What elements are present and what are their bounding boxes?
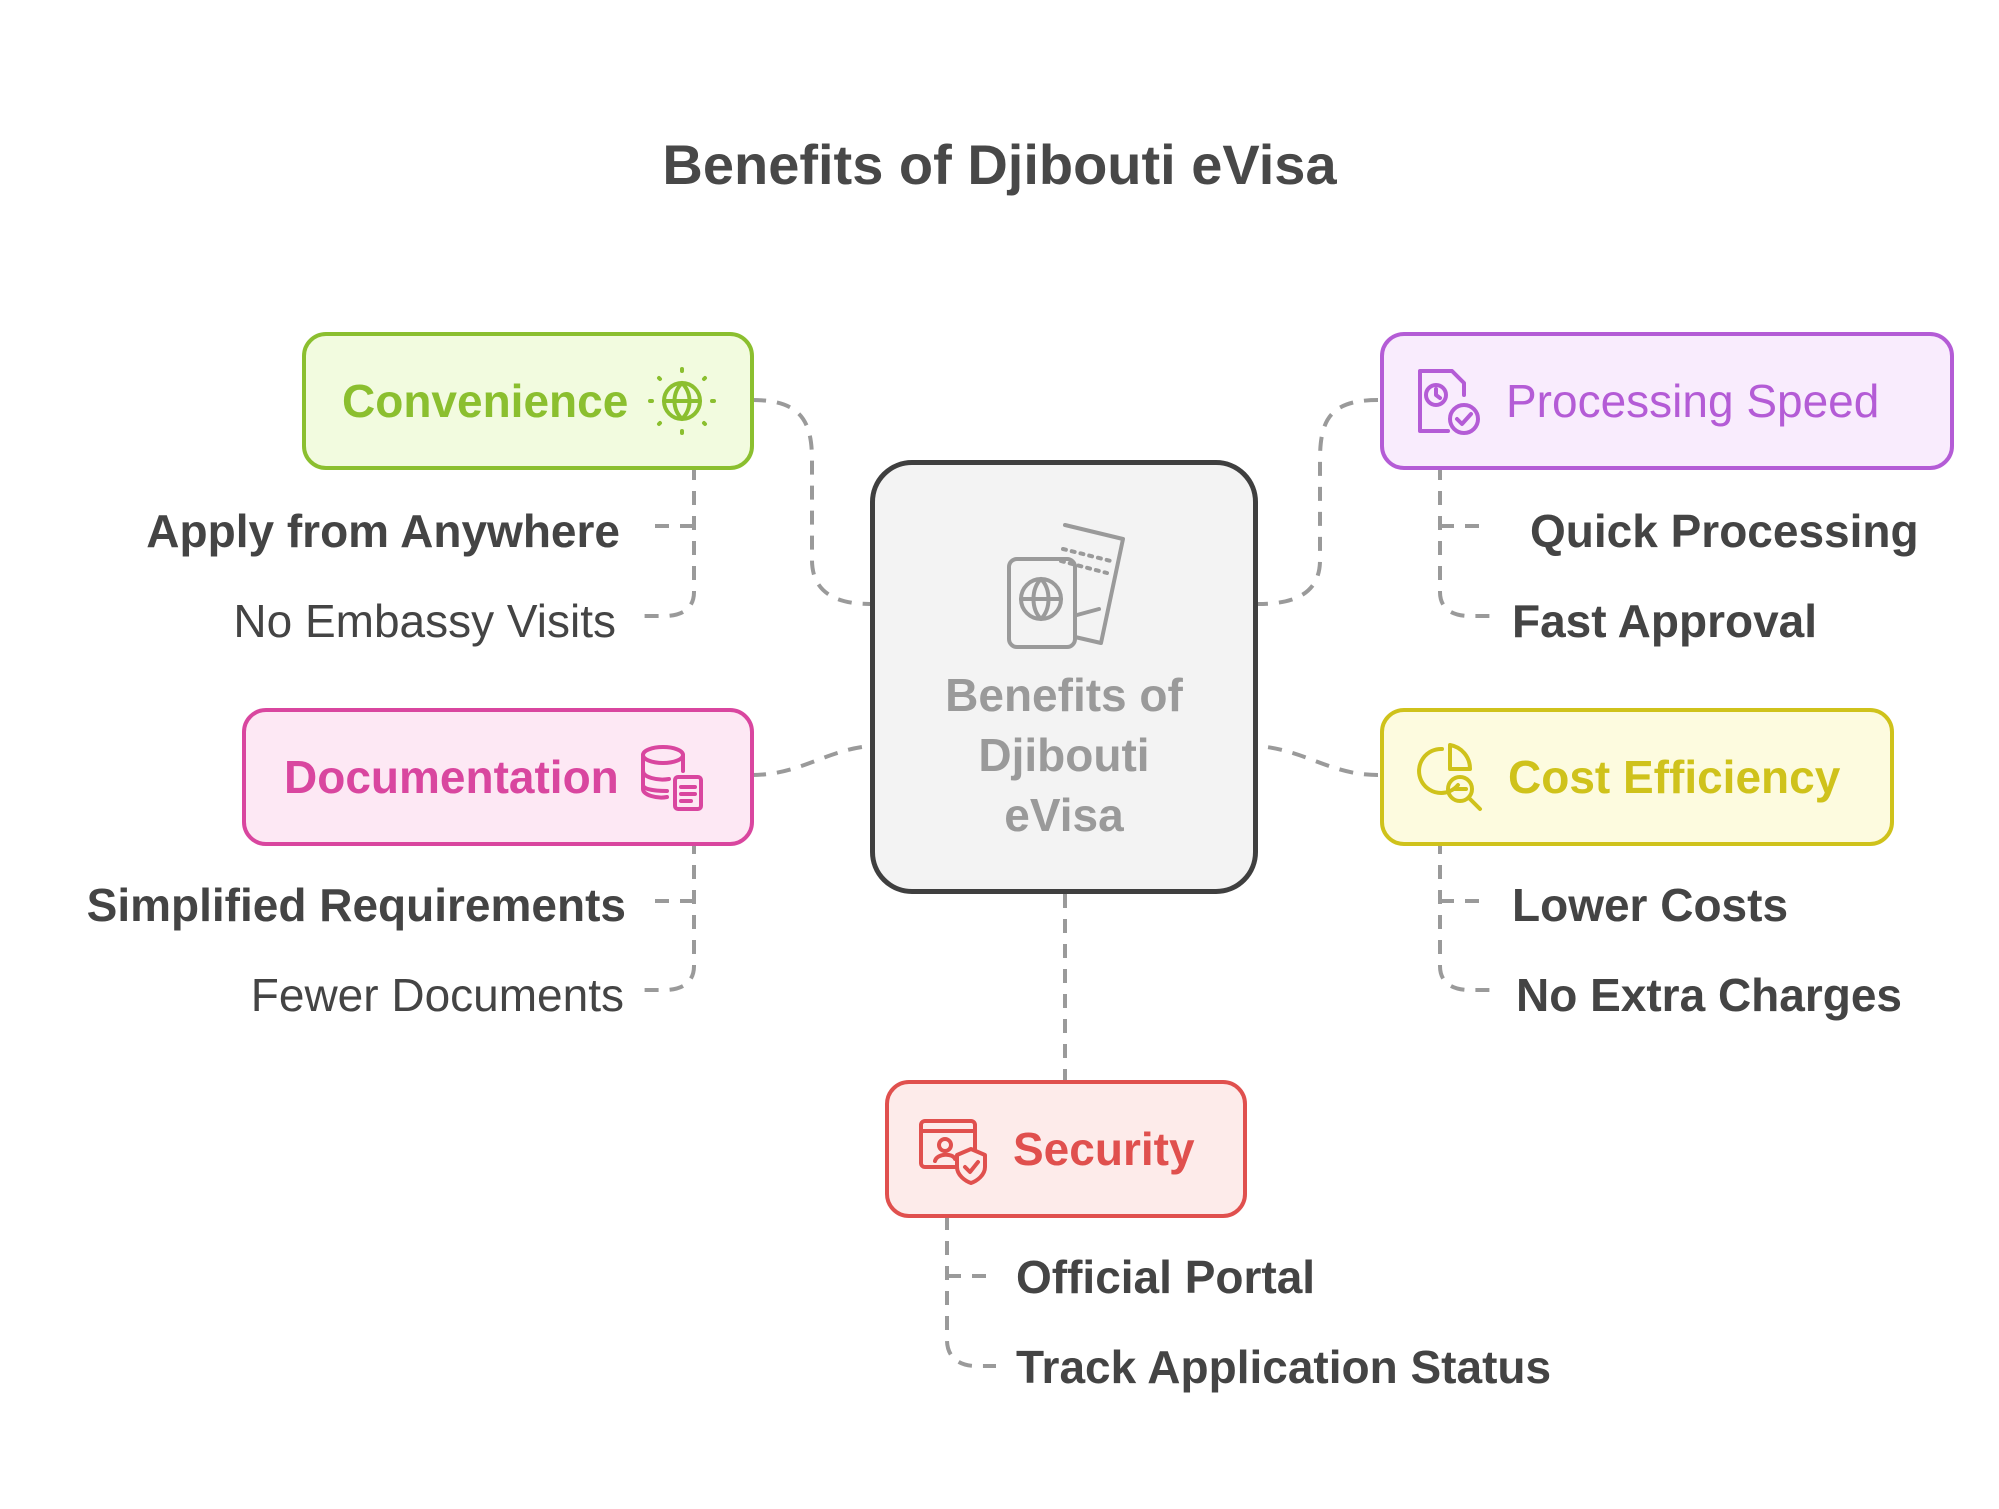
processing-speed-label: Processing Speed	[1506, 375, 1880, 427]
globe-icon	[646, 365, 718, 437]
convenience-item-2: No Embassy Visits	[233, 595, 616, 647]
center-node: Benefits of Djibouti eVisa	[870, 460, 1258, 894]
center-label: Benefits of Djibouti eVisa	[945, 669, 1183, 841]
documentation-item-1: Simplified Requirements	[86, 879, 626, 931]
cost-efficiency-item-1: Lower Costs	[1512, 879, 1789, 931]
documentation-item-2: Fewer Documents	[250, 969, 624, 1021]
documentation-label: Documentation	[284, 751, 619, 803]
processing-speed-node: Processing Speed	[1380, 332, 1954, 470]
diagram-title: Benefits of Djibouti eVisa	[662, 133, 1337, 196]
cost-efficiency-item-2: No Extra Charges	[1516, 969, 1903, 1021]
convenience-label: Convenience	[342, 375, 629, 427]
convenience-item-1: Apply from Anywhere	[146, 505, 620, 557]
processing-speed-item-2: Fast Approval	[1512, 595, 1818, 647]
passport-ticket-icon	[1007, 523, 1125, 649]
document-clock-check-icon	[1412, 365, 1484, 437]
security-item-2: Track Application Status	[1016, 1341, 1552, 1393]
id-card-shield-icon	[917, 1113, 989, 1185]
documentation-node: Documentation	[242, 708, 754, 846]
database-document-icon	[637, 741, 709, 813]
cost-efficiency-node: Cost Efficiency	[1380, 708, 1894, 846]
security-label: Security	[1013, 1123, 1195, 1175]
cost-efficiency-label: Cost Efficiency	[1508, 751, 1841, 803]
security-item-1: Official Portal	[1016, 1251, 1316, 1303]
convenience-node: Convenience	[302, 332, 754, 470]
security-node: Security	[885, 1080, 1247, 1218]
processing-speed-item-1: Quick Processing	[1530, 505, 1919, 557]
pie-chart-search-icon	[1414, 741, 1486, 813]
